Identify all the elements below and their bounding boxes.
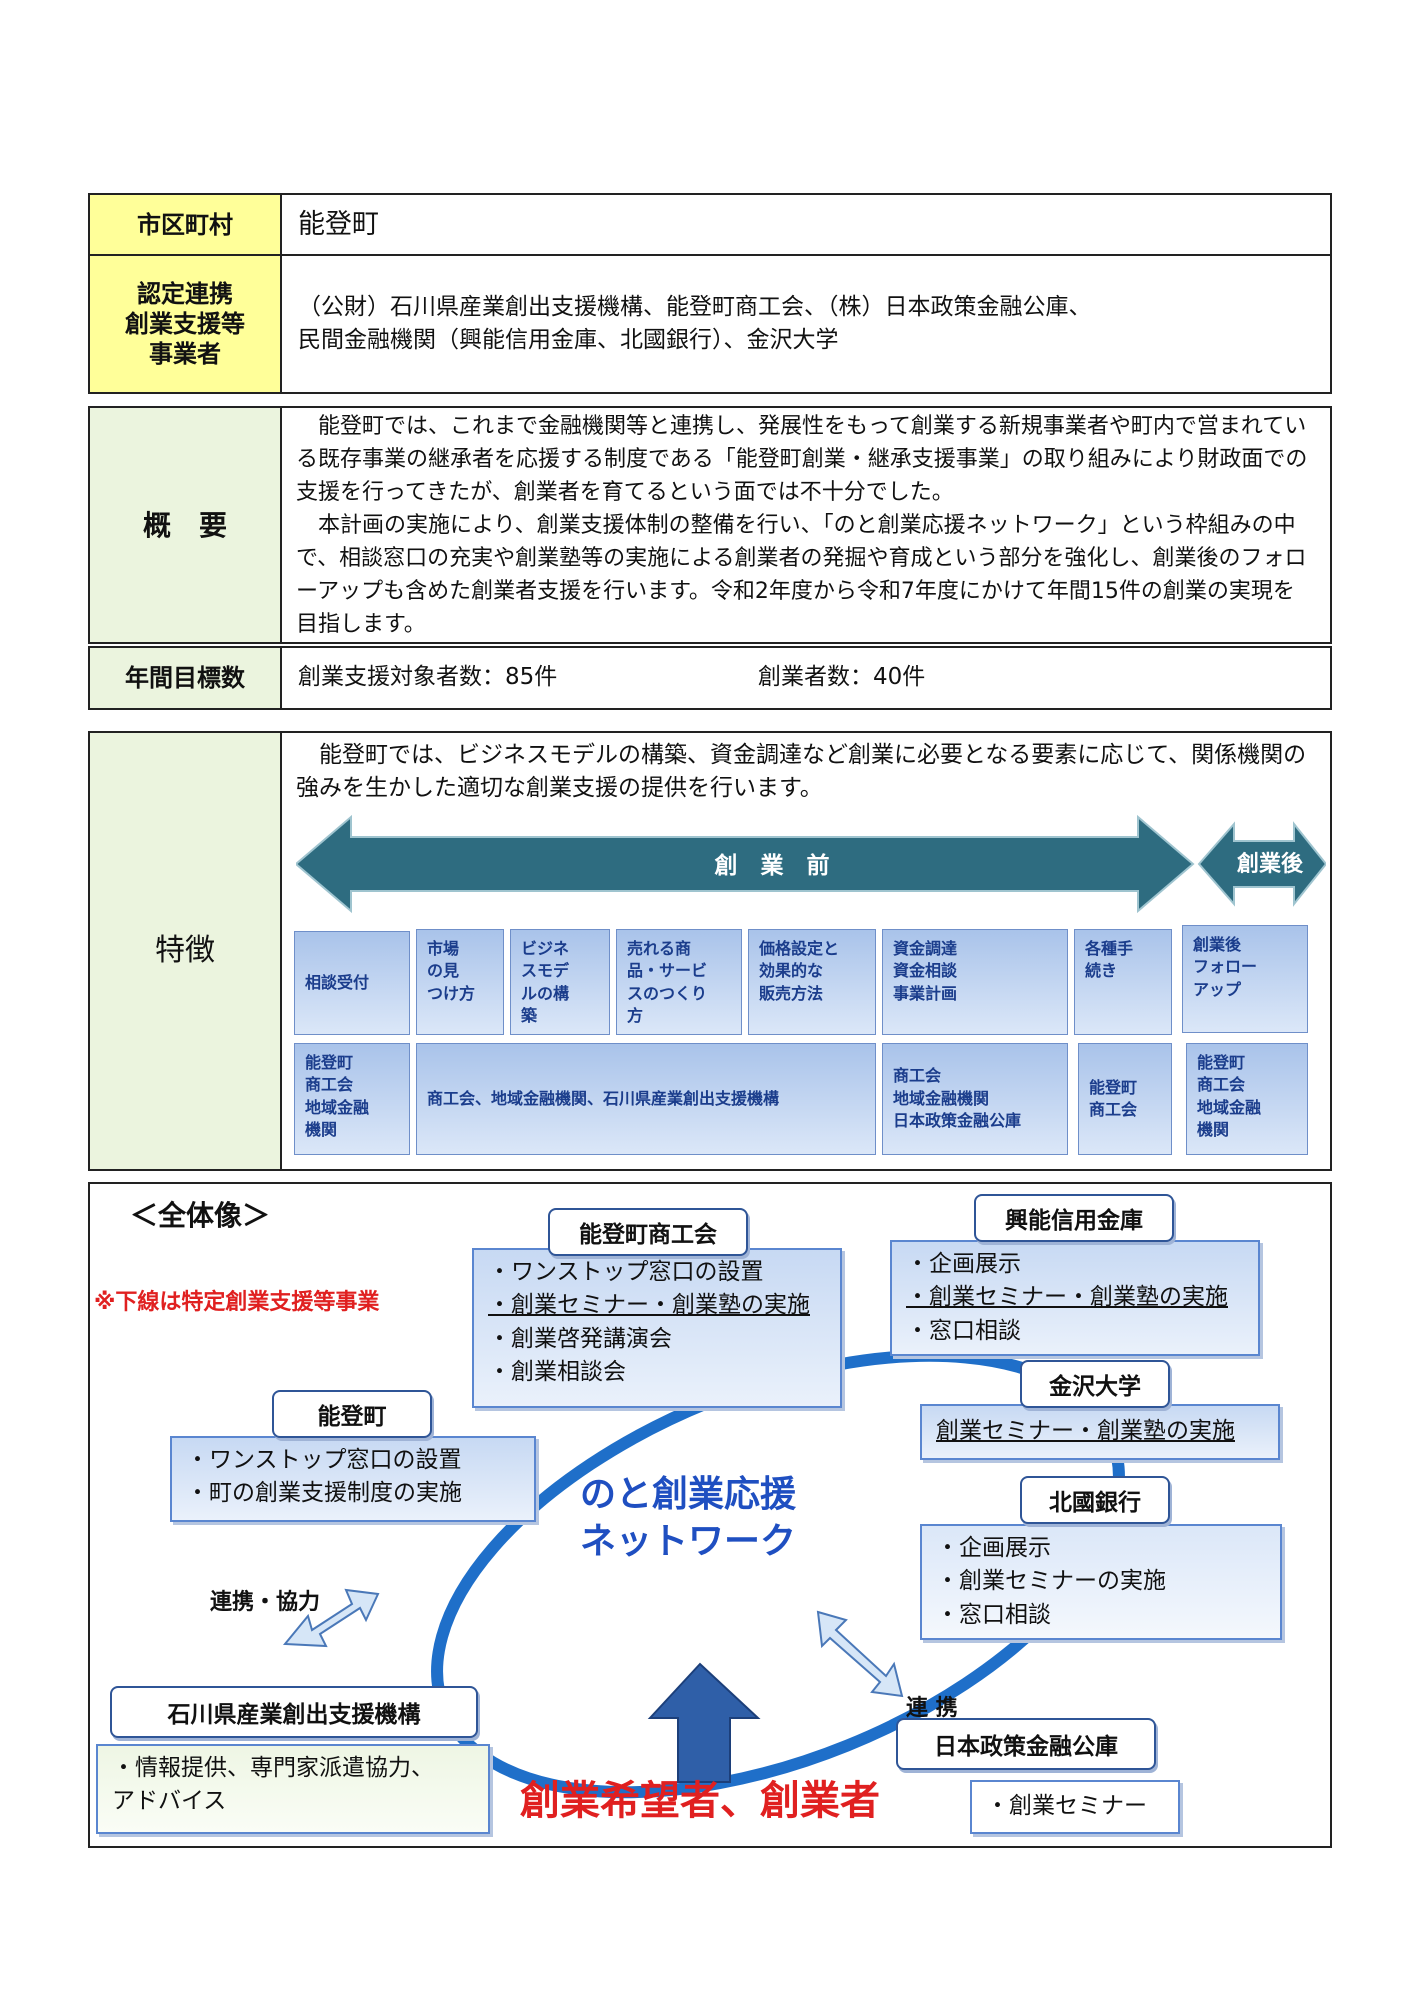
shokokai-activities: ・ワンストップ窓口の設置 ・創業セミナー・創業塾の実施 ・創業啓発講演会 ・創業… (472, 1248, 842, 1408)
text-item: ・創業相談会 (488, 1359, 626, 1386)
org-hokkoku: 北國銀行 (1020, 1476, 1170, 1524)
supporter-3: 商工会 地域金融機関 日本政策金融公庫 (882, 1043, 1068, 1155)
double-arrow-right (816, 1610, 904, 1698)
jfc-activities: ・創業セミナー (970, 1780, 1180, 1834)
partners-label: 認定連携 創業支援等 事業者 (90, 256, 282, 392)
isico-activities: ・情報提供、専門家派遣協力、 アドバイス (96, 1744, 490, 1834)
step-market: 市場 の見 つけ方 (416, 929, 504, 1035)
step-consultation: 相談受付 (294, 931, 410, 1035)
text-item: ビジネ スモデ ルの構 築 (521, 939, 570, 1026)
supporter-1: 能登町 商工会 地域金融 機関 (294, 1043, 410, 1155)
text-item: アドバイス (112, 1788, 227, 1815)
municipality-row: 市区町村 能登町 (88, 193, 1332, 256)
text-item: ・企画展示 (936, 1535, 1051, 1561)
municipality-value: 能登町 (298, 208, 379, 240)
noto-activities: ・ワンストップ窓口の設置 ・町の創業支援制度の実施 (170, 1436, 536, 1522)
text-item: 創業後 フォロー アップ (1193, 935, 1258, 999)
org-koshin: 興能信用金庫 (974, 1194, 1174, 1242)
link-label-cooperation: 連携・協力 (210, 1590, 321, 1615)
up-arrow (647, 1662, 761, 1783)
overall-panel: ＜全体像＞ ※下線は特定創業支援等事業 のと創業応援 ネットワーク 創業希望者、… (88, 1182, 1332, 1848)
koshin-activities: ・企画展示 ・創業セミナー・創業塾の実施 ・窓口相談 (890, 1240, 1260, 1356)
text-item: 能登町 商工会 地域金融 機関 (1197, 1053, 1262, 1140)
text-item: ・創業セミナー・創業塾の実施 (906, 1284, 1228, 1311)
municipality-label: 市区町村 (90, 195, 282, 254)
text-item: 資金調達 資金相談 事業計画 (893, 939, 958, 1003)
post-founding-arrow (1197, 821, 1326, 907)
step-procedures: 各種手 続き (1074, 929, 1172, 1035)
org-kanazawa: 金沢大学 (1020, 1360, 1170, 1408)
link-label-link: 連 携 (906, 1696, 958, 1721)
phase-arrow (296, 814, 1326, 914)
text-item: ・ワンストップ窓口の設置 (488, 1259, 764, 1285)
text-item: 市場 の見 つけ方 (427, 939, 476, 1003)
text-item: 価格設定と 効果的な 販売方法 (759, 939, 840, 1003)
partners-row: 認定連携 創業支援等 事業者 （公財）石川県産業創出支援機構、能登町商工会、（株… (88, 254, 1332, 394)
features-row: 特徴 能登町では、ビジネスモデルの構築、資金調達など創業に必要となる要素に応じて… (88, 731, 1332, 1171)
text-item: ・創業啓発講演会 (488, 1325, 672, 1352)
text-item: ・創業セミナー・創業塾の実施 (488, 1292, 810, 1319)
arrow-label-before: 創 業 前 (714, 853, 830, 879)
pre-founding-arrow (296, 814, 1195, 914)
text-item: 売れる商 品・サービ スのつくり 方 (627, 939, 708, 1026)
overview-label: 概 要 (90, 408, 282, 642)
text-item: 能登町 商工会 (1089, 1077, 1138, 1119)
partners-line1: （公財）石川県産業創出支援機構、能登町商工会、（株）日本政策金融公庫、 (298, 293, 1092, 320)
text-item: 各種手 続き (1085, 939, 1134, 981)
overview-row: 概 要 能登町では、これまで金融機関等と連携し、発展性をもって創業する新規事業者… (88, 406, 1332, 644)
step-products: 売れる商 品・サービ スのつくり 方 (616, 929, 742, 1035)
org-isico: 石川県産業創出支援機構 (110, 1686, 478, 1738)
partners-line2: 民間金融機関（興能信用金庫、北國銀行）、金沢大学 (298, 327, 839, 353)
targets-label: 年間目標数 (90, 648, 282, 708)
step-pricing: 価格設定と 効果的な 販売方法 (748, 929, 876, 1035)
text-item: 商工会、地域金融機関、石川県産業創出支援機構 (427, 1088, 780, 1108)
text-item: ・窓口相談 (936, 1601, 1051, 1628)
org-noto: 能登町 (272, 1390, 432, 1438)
underline-note: ※下線は特定創業支援等事業 (94, 1290, 380, 1315)
kanazawa-activities: 創業セミナー・創業塾の実施 (920, 1404, 1280, 1460)
text-item: ・町の創業支援制度の実施 (186, 1480, 462, 1507)
text-item: ・ワンストップ窓口の設置 (186, 1447, 462, 1473)
hokkoku-activities: ・企画展示 ・創業セミナーの実施 ・窓口相談 (920, 1524, 1282, 1640)
text-item: 創業セミナー・創業塾の実施 (936, 1418, 1235, 1445)
overview-paragraph-2: 本計画の実施により、創業支援体制の整備を行い、「のと創業応援ネットワーク」という… (296, 512, 1307, 637)
overall-title: ＜全体像＞ (130, 1199, 271, 1232)
targets-row: 年間目標数 創業支援対象者数：85件 創業者数：40件 (88, 646, 1332, 710)
step-followup: 創業後 フォロー アップ (1182, 925, 1308, 1033)
target-founders: 創業者数：40件 (758, 664, 926, 691)
text-item: 商工会 地域金融機関 日本政策金融公庫 (893, 1066, 1022, 1131)
text-item: ・情報提供、専門家派遣協力、 (112, 1755, 434, 1781)
text-item: ・窓口相談 (906, 1317, 1021, 1344)
text-item: ・企画展示 (906, 1251, 1021, 1277)
features-intro: 能登町では、ビジネスモデルの構築、資金調達など創業に必要となる要素に応じて、関係… (296, 742, 1307, 802)
center-target: 創業希望者、創業者 (520, 1778, 880, 1824)
text-item: ・創業セミナー (986, 1793, 1147, 1820)
text-item: 能登町 商工会 地域金融 機関 (305, 1053, 370, 1140)
double-arrow-left (282, 1588, 380, 1648)
text-item: ・創業セミナーの実施 (936, 1568, 1166, 1595)
step-funding: 資金調達 資金相談 事業計画 (882, 929, 1068, 1035)
supporter-4: 能登町 商工会 (1078, 1043, 1172, 1155)
org-shokokai: 能登町商工会 (548, 1208, 748, 1256)
network-label: のと創業応援 ネットワーク (580, 1474, 797, 1562)
supporter-2: 商工会、地域金融機関、石川県産業創出支援機構 (416, 1043, 876, 1155)
overview-paragraph-1: 能登町では、これまで金融機関等と連携し、発展性をもって創業する新規事業者や町内で… (296, 413, 1308, 505)
org-jfc: 日本政策金融公庫 (896, 1718, 1156, 1770)
supporter-5: 能登町 商工会 地域金融 機関 (1186, 1043, 1308, 1155)
target-support: 創業支援対象者数：85件 (298, 664, 558, 691)
step-business-model: ビジネ スモデ ルの構 築 (510, 929, 610, 1035)
text-item: 相談受付 (305, 972, 370, 992)
arrow-label-after: 創業後 (1236, 852, 1303, 877)
features-label: 特徴 (90, 733, 282, 1169)
